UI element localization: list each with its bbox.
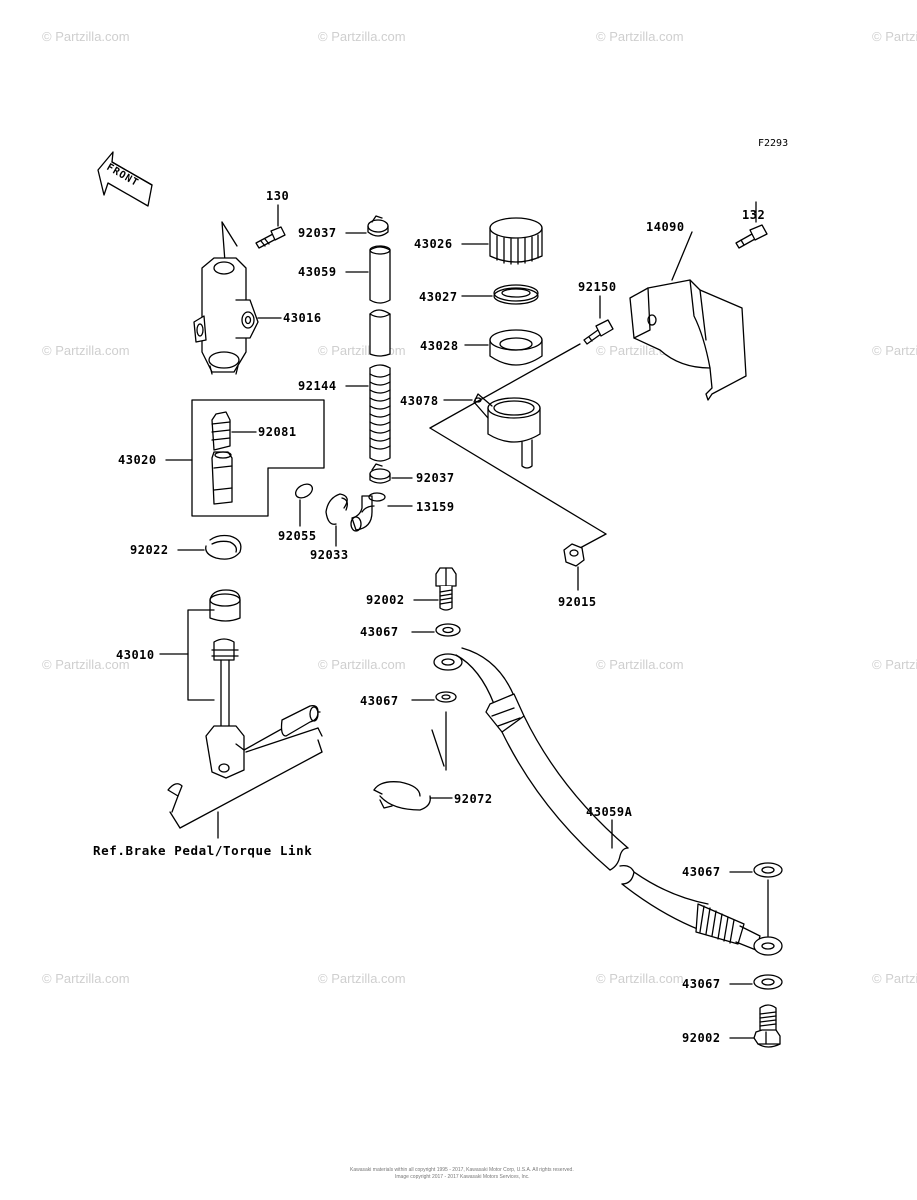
brake-hose-43059A (434, 648, 782, 955)
watermark: © Partzilla.com (872, 971, 917, 986)
circlip-92033 (326, 494, 347, 524)
watermark: © Partzilla.com (42, 29, 130, 44)
part-label-92037-top: 92037 (298, 226, 337, 240)
part-label-13159: 13159 (416, 500, 455, 514)
part-label-43026: 43026 (414, 237, 453, 251)
banjo-bolt-92002-bottom (754, 1005, 780, 1047)
hose-43059 (370, 246, 390, 356)
part-label-130: 130 (266, 189, 290, 203)
copyright-line-1: Kawasaki materials within all copyright … (350, 1167, 574, 1173)
part-label-43016: 43016 (283, 311, 322, 325)
part-label-43067-b: 43067 (360, 694, 399, 708)
part-label-43067-c: 43067 (682, 865, 721, 879)
elbow-13159 (351, 493, 385, 531)
clamp-92037-top (368, 216, 388, 236)
reservoir-43078 (474, 394, 540, 468)
kit-box-43020 (192, 400, 324, 516)
part-label-43067-a: 43067 (360, 625, 399, 639)
plate-43027 (494, 285, 538, 304)
clamp-band-92072 (374, 782, 430, 810)
bolt-92150 (584, 320, 613, 344)
push-rod-43010 (168, 590, 320, 812)
front-arrow-icon (98, 152, 152, 206)
part-label-43027: 43027 (419, 290, 458, 304)
diaphragm-43028 (490, 330, 542, 365)
nut-92015 (564, 544, 584, 566)
watermark: © Partzilla.com (596, 29, 684, 44)
part-label-92055: 92055 (278, 529, 317, 543)
part-label-43078: 43078 (400, 394, 439, 408)
spring-92144 (370, 365, 390, 461)
cup-92081 (212, 412, 230, 450)
watermark: © Partzilla.com (42, 971, 130, 986)
banjo-bolt-92002-top (436, 568, 456, 610)
part-label-92033: 92033 (310, 548, 349, 562)
part-label-92072: 92072 (454, 792, 493, 806)
watermark: © Partzilla.com (42, 657, 130, 672)
reference-note: Ref.Brake Pedal/Torque Link (93, 843, 313, 858)
part-label-43067-d: 43067 (682, 977, 721, 991)
washer-43067-a (436, 624, 460, 636)
watermark: © Partzilla.com (318, 29, 406, 44)
bolt-130 (256, 227, 285, 248)
watermark: © Partzilla.com (596, 971, 684, 986)
copyright-line-2: Image copyright 2017 - 2017 Kawasaki Mot… (395, 1174, 530, 1180)
reservoir-cap-43026 (490, 218, 542, 264)
watermark: © Partzilla.com (318, 971, 406, 986)
figure-code: F2293 (758, 138, 789, 149)
o-ring-92055 (293, 481, 315, 500)
watermark: © Partzilla.com (596, 657, 684, 672)
piston (212, 452, 232, 504)
part-label-92015: 92015 (558, 595, 597, 609)
part-label-92022: 92022 (130, 543, 169, 557)
part-label-92081: 92081 (258, 425, 297, 439)
watermark: © Partzilla.com (318, 657, 406, 672)
part-label-43020: 43020 (118, 453, 157, 467)
part-label-43059A: 43059A (586, 805, 633, 819)
washer-43067-d (754, 975, 782, 989)
bolt-132 (736, 225, 767, 248)
washer-43067-b (436, 692, 456, 702)
part-label-14090: 14090 (646, 220, 685, 234)
washer-43067-c (754, 863, 782, 877)
watermark: © Partzilla.com (872, 657, 917, 672)
watermark: © Partzilla.com (872, 343, 917, 358)
part-label-92002-bottom: 92002 (682, 1031, 721, 1045)
part-label-132: 132 (742, 208, 766, 222)
master-cylinder-43016 (194, 222, 258, 374)
part-label-92037-bottom: 92037 (416, 471, 455, 485)
part-label-43028: 43028 (420, 339, 459, 353)
snap-ring-92022 (206, 536, 241, 560)
part-label-43059: 43059 (298, 265, 337, 279)
clamp-92037-bottom (370, 464, 390, 483)
part-label-92002-top: 92002 (366, 593, 405, 607)
watermark: © Partzilla.com (872, 29, 917, 44)
part-label-92144: 92144 (298, 379, 337, 393)
cover-14090 (630, 280, 746, 400)
watermark: © Partzilla.com (42, 343, 130, 358)
part-label-92150: 92150 (578, 280, 617, 294)
part-label-43010: 43010 (116, 648, 155, 662)
